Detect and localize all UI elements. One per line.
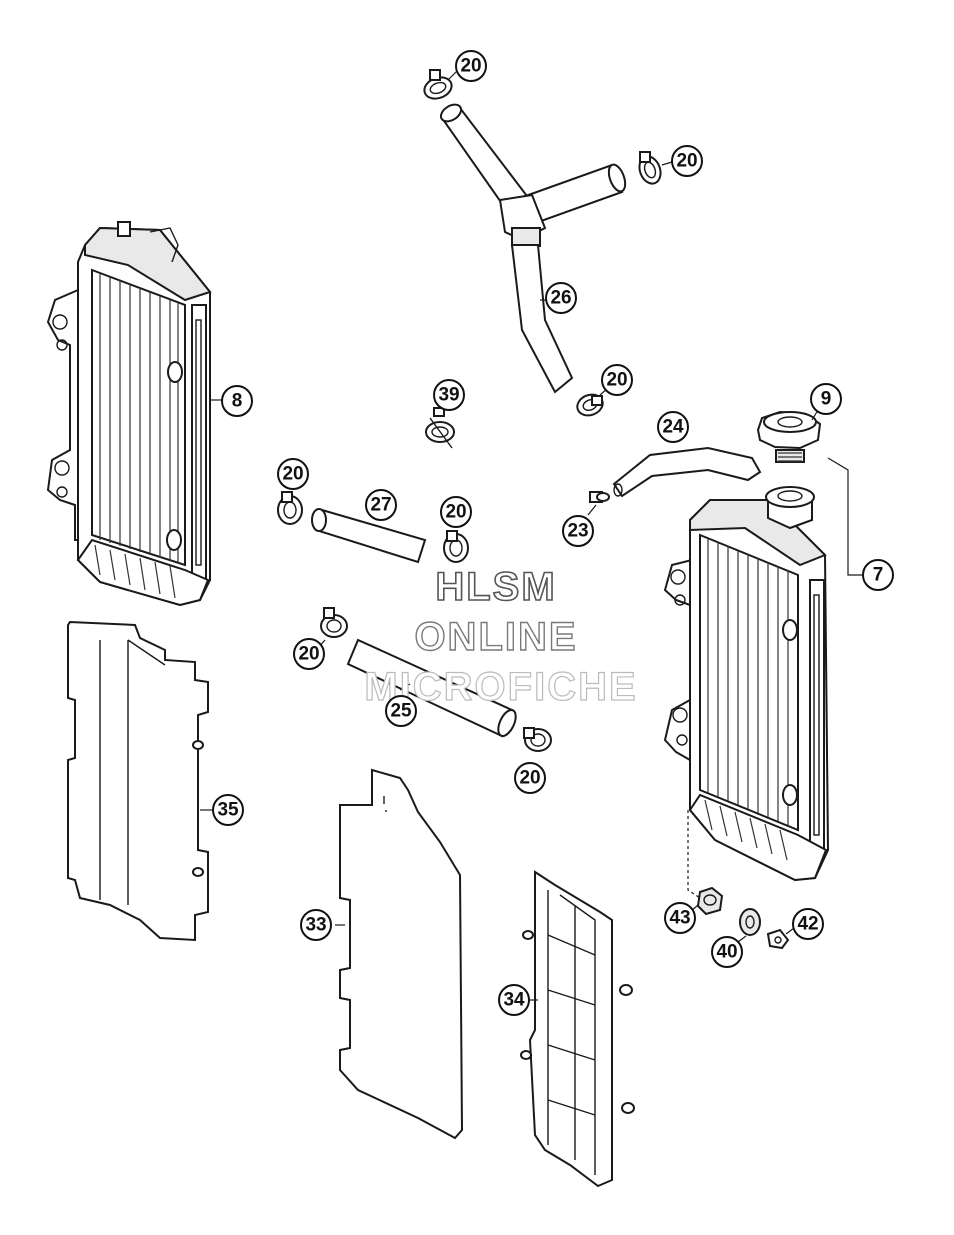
callout-7: 7 — [862, 559, 894, 591]
svg-text:9: 9 — [821, 389, 832, 410]
callout-20-top: 20 — [455, 50, 487, 82]
svg-text:33: 33 — [305, 915, 326, 936]
svg-text:26: 26 — [550, 288, 571, 309]
callout-24: 24 — [657, 411, 689, 443]
svg-text:20: 20 — [606, 370, 627, 391]
svg-text:20: 20 — [460, 56, 481, 77]
callout-20-hose27-left: 20 — [277, 458, 309, 490]
svg-text:25: 25 — [390, 701, 412, 722]
callout-20-hose26: 20 — [601, 364, 633, 396]
svg-text:8: 8 — [232, 391, 243, 412]
watermark-line-2: ONLINE — [414, 615, 577, 659]
svg-text:40: 40 — [716, 942, 737, 963]
svg-text:27: 27 — [370, 495, 391, 516]
hose-27 — [311, 504, 427, 564]
callout-23: 23 — [562, 515, 594, 547]
watermark: HLSM ONLINE MICROFICHE — [364, 564, 637, 709]
callout-33: 33 — [300, 909, 332, 941]
callout-20-tee-right: 20 — [671, 145, 703, 177]
svg-text:23: 23 — [567, 521, 588, 542]
callout-35: 35 — [212, 794, 244, 826]
svg-text:35: 35 — [217, 800, 239, 821]
shroud-33 — [335, 768, 464, 1140]
svg-text:7: 7 — [873, 565, 884, 586]
callout-9: 9 — [810, 383, 842, 415]
callout-27: 27 — [365, 489, 397, 521]
hose-clamps — [277, 69, 673, 752]
callout-26: 26 — [545, 282, 577, 314]
cable-tie — [425, 407, 455, 449]
fasteners — [687, 810, 795, 950]
callout-20-hose25-top: 20 — [293, 638, 325, 670]
callout-20-hose27-right: 20 — [440, 496, 472, 528]
svg-text:20: 20 — [298, 644, 319, 665]
svg-text:20: 20 — [282, 464, 303, 485]
hose-25 — [346, 638, 517, 738]
callout-40: 40 — [711, 936, 743, 968]
svg-text:20: 20 — [676, 151, 697, 172]
shroud-35 — [67, 620, 212, 942]
callout-25: 25 — [385, 695, 417, 727]
overflow-hose — [587, 446, 762, 516]
svg-text:24: 24 — [662, 417, 684, 438]
svg-text:42: 42 — [797, 914, 818, 935]
left-radiator — [46, 221, 222, 607]
svg-text:43: 43 — [669, 908, 690, 929]
callout-39: 39 — [433, 379, 465, 411]
callout-20-hose25-bottom: 20 — [514, 762, 546, 794]
watermark-line-1: HLSM — [435, 565, 556, 609]
callout-8: 8 — [221, 385, 253, 417]
callout-43: 43 — [664, 902, 696, 934]
svg-text:34: 34 — [503, 990, 525, 1011]
callout-42: 42 — [792, 908, 824, 940]
svg-text:39: 39 — [438, 385, 459, 406]
shroud-34 — [520, 870, 635, 1188]
svg-text:20: 20 — [445, 502, 466, 523]
callout-34: 34 — [498, 984, 530, 1016]
right-radiator — [663, 457, 862, 882]
upper-hose-tee — [439, 103, 627, 394]
radiator-cap — [756, 409, 822, 463]
svg-text:20: 20 — [519, 768, 540, 789]
